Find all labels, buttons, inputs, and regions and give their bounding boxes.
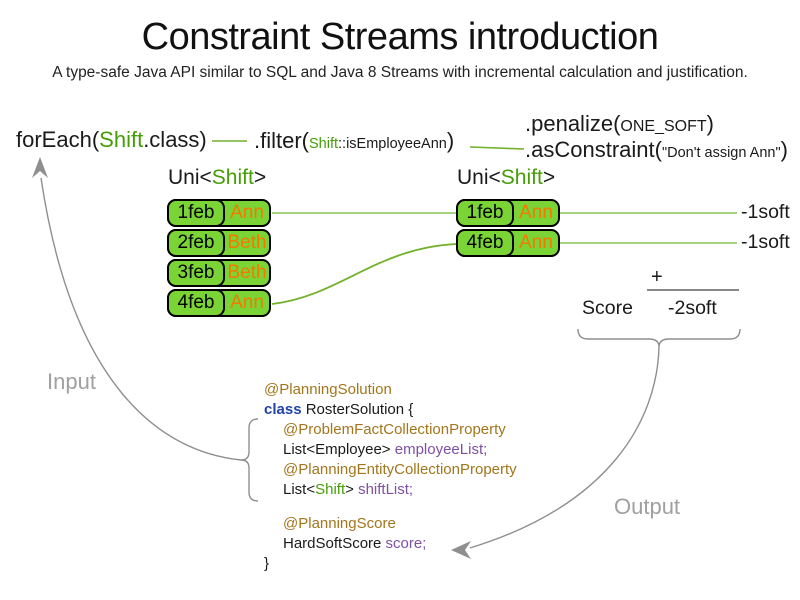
output-label: Output [614,494,681,519]
filter-suffix: ) [446,128,455,153]
output-brace [577,328,741,348]
score-label: Score [582,297,633,319]
code-line-annotation: @PlanningScore [264,514,517,534]
asconstraint-suffix: ) [780,137,788,162]
penalize-expression: .penalize(ONE_SOFT) [525,111,714,137]
code-line-annotation: @PlanningEntityCollectionProperty [264,460,517,480]
code-line-closing-brace: } [264,554,517,574]
code-blank-line [264,500,517,514]
field-type: List< [283,481,316,498]
filter-arg-class: Shift [309,136,339,152]
right-stream-label: Uni<Shift> [457,166,555,190]
shift-employee: Beth [227,232,267,253]
left-stream-label-class: Shift [211,166,254,189]
shift-employee: Ann [230,292,264,313]
shift-employee: Beth [227,262,267,283]
shift-employee: Ann [519,202,553,223]
page-subtitle: A type-safe Java API similar to SQL and … [52,64,748,81]
page-title: Constraint Streams introduction [141,16,659,58]
left-stream-label: Uni<Shift> [168,166,266,190]
right-stream-label-prefix: Uni< [457,166,501,189]
filter-arg-rest: ::isEmployeeAnn [338,136,447,152]
filter-expression: .filter(Shift::isEmployeeAnn) [254,128,454,154]
input-brace [240,418,259,502]
connector-row-4feb [271,243,457,305]
filter-prefix: .filter( [254,128,309,153]
keyword-class: class [264,401,302,418]
closing-brace: } [264,555,270,572]
score-total: -2soft [668,297,717,319]
code-line-field: HardSoftScore score; [264,534,517,554]
shift-employee: Ann [230,202,264,223]
code-line-field: List<Employee> employeeList; [264,440,517,460]
annotation-planning-solution: @PlanningSolution [264,381,392,398]
foreach-suffix: .class) [143,127,207,152]
annotation-problem-fact: @ProblemFactCollectionProperty [283,421,506,438]
asconstraint-expression: .asConstraint("Don't assign Ann") [525,137,788,163]
field-type: List<Employee> [283,441,395,458]
input-label: Input [47,369,96,394]
right-stream-label-suffix: > [542,166,556,189]
code-line-annotation: @PlanningSolution [264,380,517,400]
shift-date: 1feb [456,199,514,227]
shift-date: 4feb [167,289,225,317]
left-stream-label-suffix: > [253,166,267,189]
foreach-prefix: forEach( [16,127,100,152]
field-name-employee-list: employeeList; [394,441,488,458]
plus-sign: + [651,266,663,288]
code-line-class-decl: class RosterSolution { [264,400,517,420]
code-line-field: List<Shift> shiftList; [264,480,517,500]
field-type: HardSoftScore [283,535,386,552]
shift-class-ref: Shift [315,481,346,498]
left-stream-label-prefix: Uni< [168,166,212,189]
shift-employee: Ann [519,232,553,253]
annotation-planning-score: @PlanningScore [283,515,396,532]
shift-date: 3feb [167,259,225,287]
foreach-expression: forEach(Shift.class) [16,127,207,153]
annotation-planning-entity: @PlanningEntityCollectionProperty [283,461,517,478]
shift-date: 1feb [167,199,225,227]
penalize-prefix: .penalize( [525,111,621,136]
field-name-shift-list: shiftList; [358,481,414,498]
right-stream-label-class: Shift [500,166,543,189]
penalty-value-2: -1soft [741,231,790,253]
connector-filter-penalize [469,146,525,150]
shift-date: 4feb [456,229,514,257]
field-name-score: score; [385,535,427,552]
class-name: RosterSolution { [301,401,414,418]
asconstraint-arg: "Don't assign Ann" [661,145,781,161]
field-type: > [345,481,359,498]
penalize-arg: ONE_SOFT [620,118,707,135]
foreach-class: Shift [99,127,144,152]
penalty-value-1: -1soft [741,201,790,223]
input-arrowhead [32,157,48,178]
code-line-annotation: @ProblemFactCollectionProperty [264,420,517,440]
code-block: @PlanningSolution class RosterSolution {… [264,380,517,574]
asconstraint-prefix: .asConstraint( [525,137,662,162]
shift-date: 2feb [167,229,225,257]
penalize-suffix: ) [706,111,714,136]
